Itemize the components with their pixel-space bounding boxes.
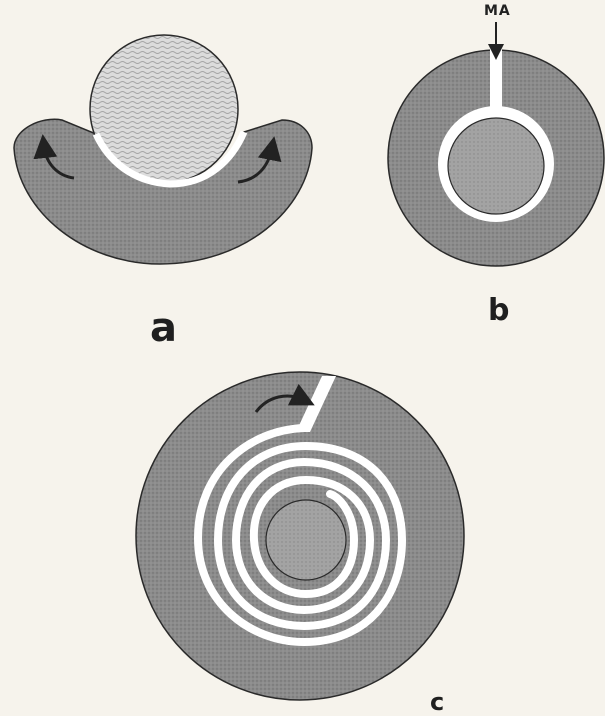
panel-b-label: b: [488, 296, 509, 326]
panel-b-slit: [490, 48, 502, 120]
panel-b-inner-disk: [448, 118, 544, 214]
panel-a: [14, 35, 312, 264]
panel-b: [388, 22, 604, 266]
panel-c-core: [266, 500, 346, 580]
panel-c-label: c: [430, 690, 444, 714]
panel-c: [136, 372, 464, 700]
panel-a-label: a: [150, 308, 177, 348]
panel-b-ma-label: MA: [484, 3, 511, 19]
